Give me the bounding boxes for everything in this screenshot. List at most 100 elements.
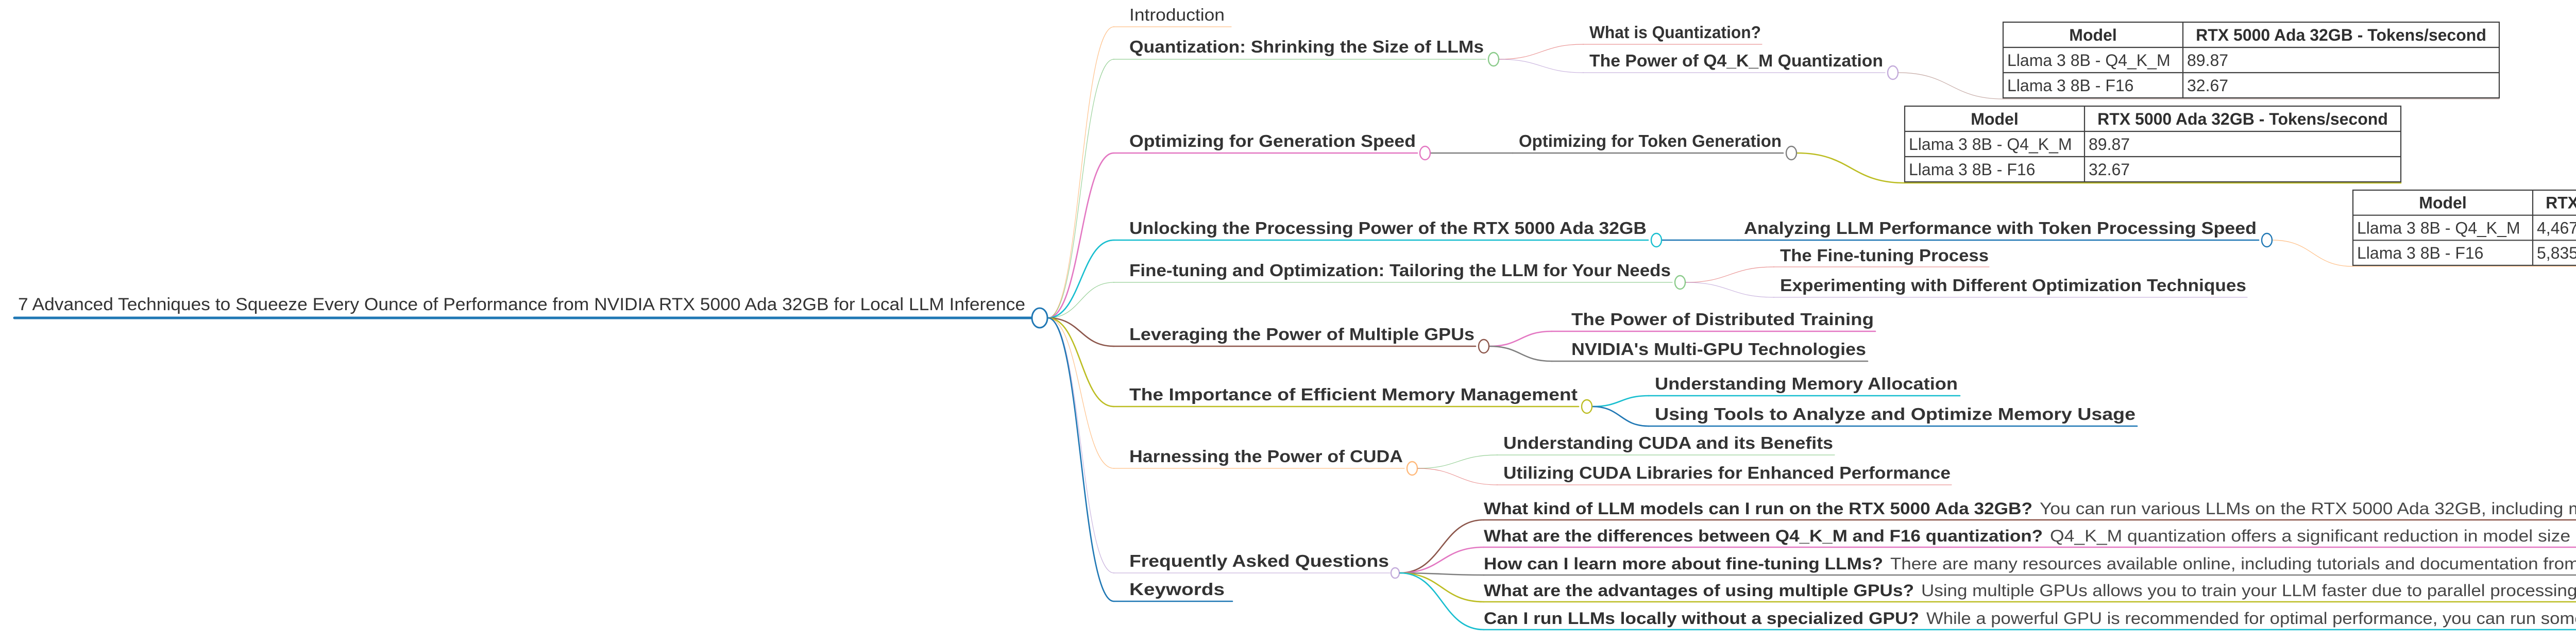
finetuning-branch-link xyxy=(1047,282,1114,318)
faq-q3-branch-link xyxy=(1399,572,1485,576)
node-labels-layer: 7 Advanced Techniques to Squeeze Every O… xyxy=(18,5,2576,628)
table-quantization-header-model: Model xyxy=(2069,26,2116,44)
memory-allocation-branch-link xyxy=(1591,395,1650,408)
root-toggle-circle[interactable] xyxy=(1031,307,1048,329)
memory-branch-link xyxy=(1047,317,1115,408)
introduction-branch-link xyxy=(1047,26,1114,318)
faq-label: Frequently Asked Questions xyxy=(1129,551,1389,570)
distributed-training-branch-link xyxy=(1488,330,1553,347)
table-quantization-row2-model: Llama 3 8B - F16 xyxy=(2007,76,2133,95)
table-quantization-branch-link xyxy=(1898,72,2004,99)
finetuning-process-branch-link xyxy=(1685,266,1774,283)
cuda-libraries-label: Utilizing CUDA Libraries for Enhanced Pe… xyxy=(1503,463,1951,482)
table-quantization-header-tokens: RTX 5000 Ada 32GB - Tokens/second xyxy=(2196,26,2486,44)
table-generation-branch-link xyxy=(1796,152,1906,184)
table-quantization-border xyxy=(2002,21,2500,99)
keywords-branch-link xyxy=(1047,317,1115,602)
memory-toggle-circle[interactable] xyxy=(1581,399,1593,414)
faq-q2-branch-link xyxy=(1399,546,1485,574)
faq-q5-question: Can I run LLMs locally without a special… xyxy=(1484,609,1919,628)
unlocking-toggle-circle[interactable] xyxy=(1650,232,1663,248)
faq-q3-label: How can I learn more about fine-tuning L… xyxy=(1484,554,2576,573)
what-is-quantization-branch-link xyxy=(1499,44,1584,60)
memory-tools-branch-link xyxy=(1591,406,1650,427)
table-processing-branch-link xyxy=(2272,240,2353,267)
table-quantization-row1-value: 89.87 xyxy=(2187,51,2228,70)
finetuning-toggle-circle[interactable] xyxy=(1674,275,1686,290)
quantization-branch-link xyxy=(1047,59,1114,318)
faq-q4-question: What are the advantages of using multipl… xyxy=(1484,581,1914,600)
faq-q4-answer: Using multiple GPUs allows you to train … xyxy=(1921,581,2576,600)
faq-q4-branch-link xyxy=(1399,572,1485,603)
faq-q5-label: Can I run LLMs locally without a special… xyxy=(1484,609,2576,628)
memory-tools-label: Using Tools to Analyze and Optimize Memo… xyxy=(1655,404,2136,424)
table-processing-border xyxy=(2352,189,2576,266)
unlocking-branch-link xyxy=(1047,239,1115,319)
nvidia-multigpu-label: NVIDIA's Multi-GPU Technologies xyxy=(1571,340,1866,359)
table-processing-row2-value: 5,835.41 xyxy=(2537,244,2576,262)
cuda-benefits-branch-link xyxy=(1417,454,1498,469)
cuda-branch-link xyxy=(1047,317,1114,469)
cuda-toggle-circle[interactable] xyxy=(1406,461,1418,476)
table-quantization-row2-value: 32.67 xyxy=(2187,76,2228,95)
memory-label: The Importance of Efficient Memory Manag… xyxy=(1129,385,1578,404)
faq-q2-answer: Q4_K_M quantization offers a significant… xyxy=(2050,527,2576,545)
faq-q2-label: What are the differences between Q4_K_M … xyxy=(1484,527,2576,545)
optimizing-token-toggle-circle[interactable] xyxy=(1785,145,1798,161)
leveraging-label: Leveraging the Power of Multiple GPUs xyxy=(1129,325,1475,344)
faq-q5-answer: While a powerful GPU is recommended for … xyxy=(1926,609,2576,628)
table-generation-header-model: Model xyxy=(1971,110,2018,128)
optimizing-generation-branch-link xyxy=(1047,152,1115,319)
cuda-label: Harnessing the Power of CUDA xyxy=(1129,447,1403,466)
faq-q4-label: What are the advantages of using multipl… xyxy=(1484,581,2576,600)
cuda-benefits-label: Understanding CUDA and its Benefits xyxy=(1503,433,1833,452)
finetuning-experimenting-label: Experimenting with Different Optimizatio… xyxy=(1780,276,2246,295)
faq-q1-answer: You can run various LLMs on the RTX 5000… xyxy=(2040,499,2576,518)
optimizing-token-label: Optimizing for Token Generation xyxy=(1519,131,1782,150)
table-processing-row1-value: 4,467.46 xyxy=(2537,218,2576,237)
faq-q1-branch-link xyxy=(1399,519,1485,574)
faq-q1-question: What kind of LLM models can I run on the… xyxy=(1484,499,2032,518)
table-processing-header-model: Model xyxy=(2419,194,2466,212)
finetuning-experimenting-branch-link xyxy=(1685,282,1774,298)
table-generation: Model RTX 5000 Ada 32GB - Tokens/secondLl… xyxy=(1904,105,2402,183)
analyzing-toggle-circle[interactable] xyxy=(2261,232,2273,248)
power-q4km-label: The Power of Q4_K_M Quantization xyxy=(1589,51,1883,70)
quantization-label: Quantization: Shrinking the Size of LLMs xyxy=(1129,37,1484,56)
memory-allocation-label: Understanding Memory Allocation xyxy=(1655,374,1958,393)
node-underlines-layer xyxy=(13,26,2576,631)
branch-links-layer xyxy=(1047,26,2353,631)
root-label: 7 Advanced Techniques to Squeeze Every O… xyxy=(18,295,1025,314)
table-processing-row2-model: Llama 3 8B - F16 xyxy=(2357,244,2483,262)
quantization-toggle-circle[interactable] xyxy=(1487,52,1500,67)
keywords-label: Keywords xyxy=(1129,580,1225,599)
leveraging-branch-link xyxy=(1047,317,1115,347)
faq-branch-link xyxy=(1047,317,1114,573)
faq-q2-question: What are the differences between Q4_K_M … xyxy=(1484,527,2043,545)
finetuning-process-label: The Fine-tuning Process xyxy=(1780,246,1989,265)
toggle-circles-layer xyxy=(1031,52,2273,579)
table-generation-border xyxy=(1904,105,2402,183)
table-quantization: Model RTX 5000 Ada 32GB - Tokens/secondLl… xyxy=(2002,21,2500,99)
table-generation-row1-model: Llama 3 8B - Q4_K_M xyxy=(1909,135,2072,154)
finetuning-label: Fine-tuning and Optimization: Tailoring … xyxy=(1129,261,1671,280)
nvidia-multigpu-branch-link xyxy=(1488,345,1553,362)
optimizing-generation-toggle-circle[interactable] xyxy=(1419,145,1431,161)
power-q4km-toggle-circle[interactable] xyxy=(1887,65,1899,80)
cuda-libraries-branch-link xyxy=(1417,468,1498,485)
introduction-label: Introduction xyxy=(1129,5,1225,24)
table-generation-header-tokens: RTX 5000 Ada 32GB - Tokens/second xyxy=(2097,110,2388,128)
table-quantization-row1-model: Llama 3 8B - Q4_K_M xyxy=(2007,51,2171,70)
table-generation-row1-value: 89.87 xyxy=(2089,135,2130,154)
faq-toggle-circle[interactable] xyxy=(1390,567,1400,579)
table-generation-row2-value: 32.67 xyxy=(2089,160,2130,179)
leveraging-toggle-circle[interactable] xyxy=(1478,339,1490,354)
optimizing-generation-label: Optimizing for Generation Speed xyxy=(1129,131,1416,150)
power-q4km-branch-link xyxy=(1499,59,1584,73)
table-generation-row2-model: Llama 3 8B - F16 xyxy=(1909,160,2035,179)
faq-q1-label: What kind of LLM models can I run on the… xyxy=(1484,499,2576,518)
unlocking-label: Unlocking the Processing Power of the RT… xyxy=(1129,218,1647,238)
faq-q5-branch-link xyxy=(1399,572,1485,631)
